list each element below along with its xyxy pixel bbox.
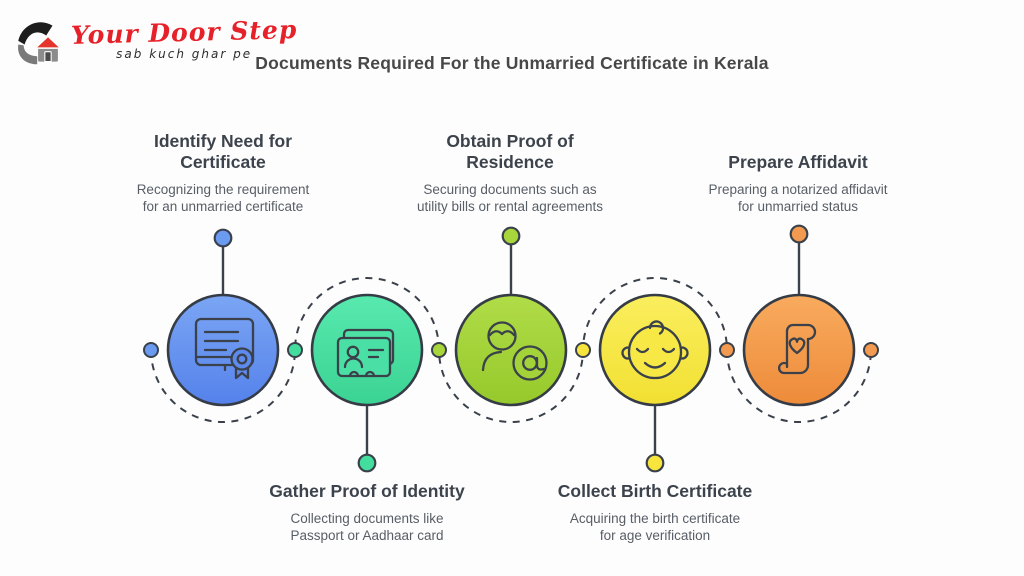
logo-house-roof	[33, 35, 63, 49]
stem-dot	[213, 228, 233, 248]
step-5-description: Preparing a notarized affidavit for unma…	[708, 182, 888, 214]
step-3-title: Obtain Proof of Residence	[446, 131, 574, 172]
timeline-dot	[719, 342, 735, 358]
timeline-junction-dots	[143, 342, 879, 358]
step-1: Identify Need for Certificate Recognizin…	[113, 131, 333, 215]
step-circle-3	[454, 293, 568, 407]
stem-dot	[357, 453, 377, 473]
step-5-title: Prepare Affidavit	[728, 152, 868, 172]
step-4-description: Acquiring the birth certificate for age …	[569, 511, 741, 543]
brand-tagline: sab kuch ghar pe	[116, 47, 253, 61]
connector-stems	[221, 242, 801, 455]
stem-dot	[789, 224, 809, 244]
step-2-title: Gather Proof of Identity	[269, 481, 465, 501]
step-2-description: Collecting documents like Passport or Aa…	[290, 511, 444, 543]
step-5: Prepare Affidavit Preparing a notarized …	[688, 131, 908, 215]
stem-dot	[501, 226, 521, 246]
step-3: Obtain Proof of Residence Securing docum…	[400, 131, 620, 215]
timeline-dashed-path	[150, 277, 872, 423]
house-icon	[18, 22, 63, 65]
page-title: Documents Required For the Unmarried Cer…	[255, 53, 769, 73]
timeline-dot	[575, 342, 591, 358]
stem-dot	[645, 453, 665, 473]
affidavit-scroll-icon	[778, 323, 817, 375]
person-at-sign-icon	[481, 321, 548, 381]
timeline-dot	[143, 342, 159, 358]
logo-swoosh-gray	[18, 44, 38, 65]
brand-logo: Your Door Step sab kuch ghar pe	[12, 13, 298, 67]
timeline-dot	[431, 342, 447, 358]
step-2: Gather Proof of Identity Collecting docu…	[252, 481, 482, 544]
logo-house-door	[44, 51, 52, 63]
step-4-title: Collect Birth Certificate	[557, 481, 753, 501]
certificate-icon	[194, 317, 255, 380]
timeline-dot	[863, 342, 879, 358]
identity-card-icon	[336, 328, 395, 378]
baby-face-icon	[621, 320, 689, 380]
step-3-description: Securing documents such as utility bills…	[416, 182, 604, 214]
step-1-title: Identify Need for Certificate	[153, 131, 293, 172]
timeline-dot	[287, 342, 303, 358]
logo-swoosh-dark	[18, 22, 53, 45]
step-4: Collect Birth Certificate Acquiring the …	[540, 481, 770, 544]
stem-end-dots	[213, 224, 809, 473]
step-1-description: Recognizing the requirement for an unmar…	[136, 182, 310, 214]
